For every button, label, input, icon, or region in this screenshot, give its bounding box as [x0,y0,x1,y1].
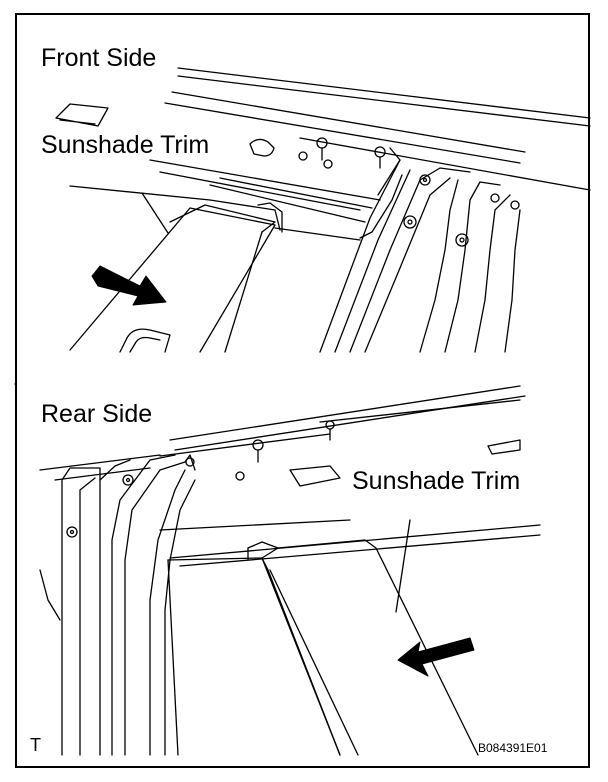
rear-clips [122,420,335,486]
front-pillar [319,147,521,353]
rear-sunshade-trim [167,519,479,756]
rear-trim-label: Sunshade Trim [352,467,521,495]
rear-roof-lines [39,385,541,567]
front-side-label: Front Side [41,44,157,72]
figure-frame [15,13,590,768]
rear-pillar [39,454,196,756]
figure-code: B084391E01 [478,741,548,755]
front-roof-lines [69,67,591,223]
front-clips [249,137,386,169]
rear-arrow-icon [397,637,475,677]
rear-tab [289,465,341,487]
rear-side-label: Rear Side [41,400,153,428]
rear-side-view [39,385,541,756]
front-tab [55,103,109,127]
corner-mark: T [30,735,41,755]
front-side-view [55,67,591,353]
front-trim-label: Sunshade Trim [41,131,210,159]
rear-tab-edge [487,439,521,455]
front-arrow-icon [91,265,167,306]
front-sunshade-trim [69,192,361,353]
